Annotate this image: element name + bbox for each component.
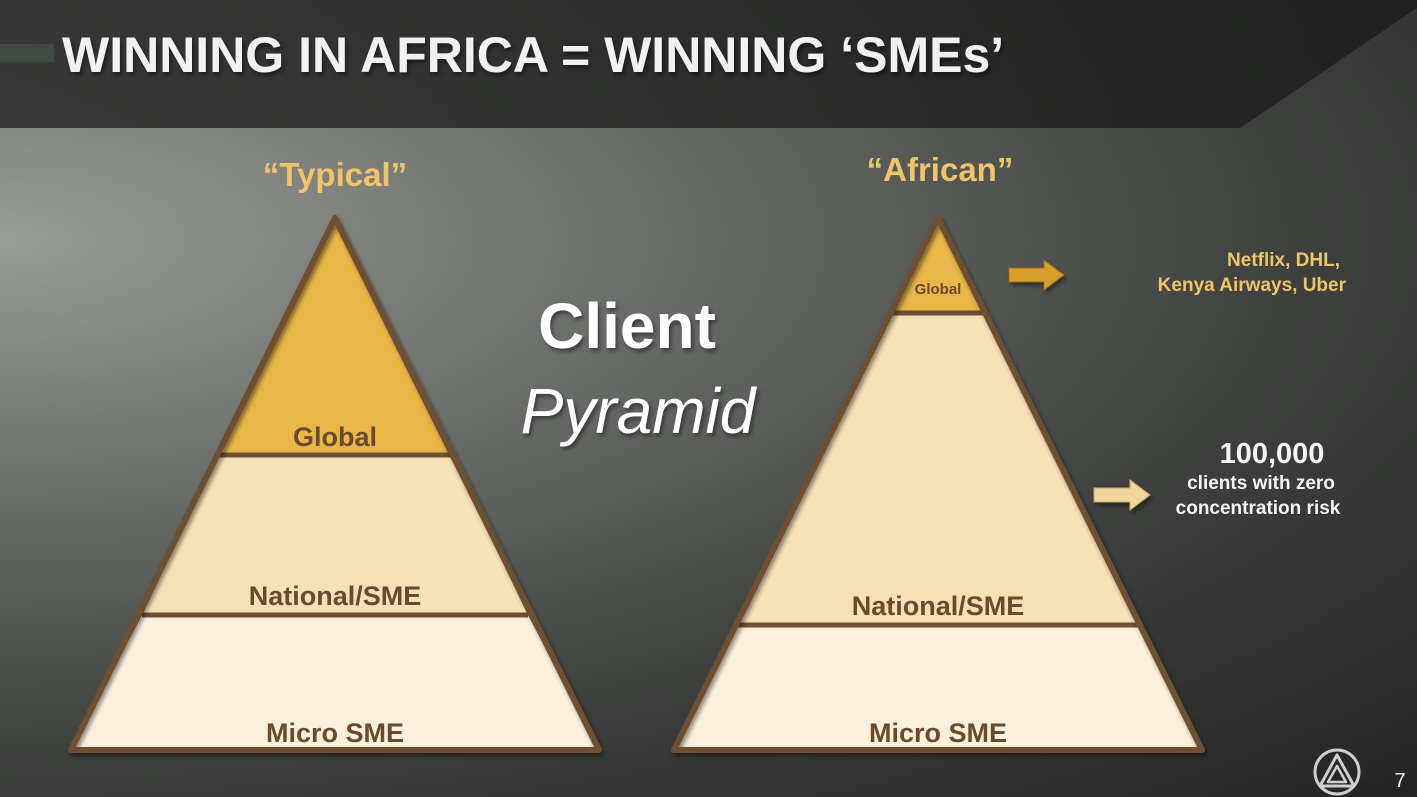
page-number: 7: [1394, 770, 1405, 792]
sme-callout-arrow-icon: [1093, 479, 1151, 511]
typical-pyramid: “Typical” Global National/SME Micro SME: [68, 156, 602, 753]
global-callout-arrow-icon: [1008, 259, 1065, 291]
african-global-tier: [891, 218, 986, 313]
typical-global-tier: [219, 218, 451, 455]
typical-micro-tier: [71, 615, 599, 750]
sme-count-line2: concentration risk: [1176, 498, 1341, 519]
center-label-pyramid: Pyramid: [521, 375, 758, 447]
typical-outline: [68, 215, 602, 753]
header-band: [0, 0, 1417, 128]
sme-count-value: 100,000: [1220, 438, 1325, 470]
title-accent-bar: [0, 44, 54, 62]
typical-tier-micro: Micro SME: [266, 718, 404, 748]
sme-count-line1: clients with zero: [1187, 473, 1335, 494]
african-pyramid: “African” Global National/SME Micro SME: [671, 151, 1205, 753]
typical-tier-national: National/SME: [249, 581, 422, 611]
african-tier-global: Global: [915, 281, 962, 298]
global-examples-line2: Kenya Airways, Uber: [1158, 275, 1347, 296]
african-tier-national: National/SME: [852, 591, 1025, 621]
triangle-monogram-icon: [1313, 748, 1361, 796]
center-label-client: Client: [538, 290, 716, 362]
african-outline: [671, 215, 1205, 753]
african-tier-micro: Micro SME: [869, 718, 1007, 748]
global-examples-line1: Netflix, DHL,: [1227, 250, 1340, 271]
typical-heading: “Typical”: [263, 156, 407, 193]
slide-title: WINNING IN AFRICA = WINNING ‘SMEs’: [62, 27, 1004, 83]
african-heading: “African”: [867, 151, 1014, 188]
typical-national-tier: [142, 455, 528, 615]
african-micro-tier: [674, 625, 1202, 750]
african-national-tier: [736, 313, 1140, 625]
typical-tier-global: Global: [293, 422, 377, 452]
